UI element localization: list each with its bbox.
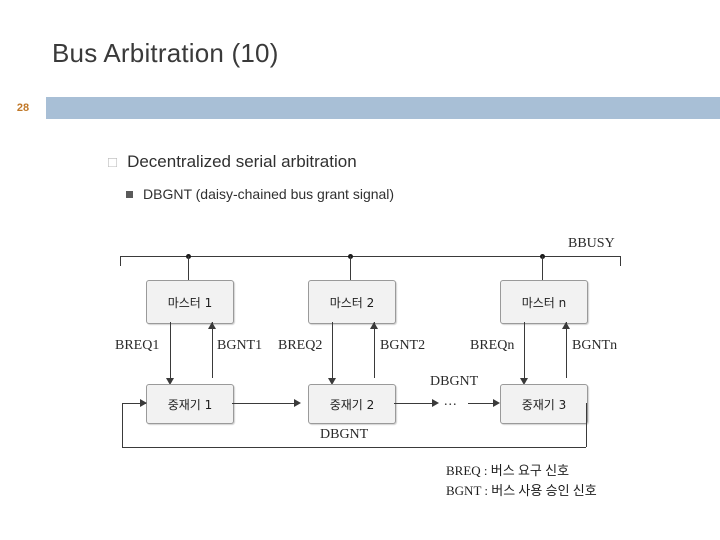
bullet-level2-label: DBGNT (daisy-chained bus grant signal) <box>143 186 395 202</box>
breq2-line <box>332 322 333 378</box>
page-title: Bus Arbitration (10) <box>52 38 279 68</box>
legend-line-breq: BREQ : 버스 요구 신호 <box>446 463 570 478</box>
bgnt2-line <box>374 322 375 378</box>
dbgnt-return-into-arbiter1 <box>122 403 146 404</box>
arbiter-box-1: 중재기 1 <box>146 384 234 424</box>
bgntn-arrow <box>562 322 570 329</box>
chain-line-dots-3 <box>468 403 494 404</box>
chain-arrow-dots-3 <box>493 399 500 407</box>
bus-tap-line-1 <box>188 256 189 280</box>
arbiter-box-3: 중재기 3 <box>500 384 588 424</box>
master-box-1: 마스터 1 <box>146 280 234 324</box>
chain-line-2-dots <box>394 403 432 404</box>
chain-ellipsis: ... <box>444 394 458 409</box>
diagram-decentralized-serial-arbitration: BBUSY 마스터 1 마스터 2 마스터 n BREQ1 BGNT1 BREQ… <box>112 232 628 502</box>
signal-label-bgnt2: BGNT2 <box>380 338 426 353</box>
bgnt1-line <box>212 322 213 378</box>
signal-label-breq2: BREQ2 <box>278 338 323 353</box>
signal-label-bgntn: BGNTn <box>572 338 618 353</box>
dbgnt-return-arrow <box>140 399 147 407</box>
master-box-2: 마스터 2 <box>308 280 396 324</box>
master-box-3: 마스터 n <box>500 280 588 324</box>
slide-number: 28 <box>16 102 30 114</box>
header-bar-fill <box>0 97 720 119</box>
breq2-arrow <box>328 378 336 385</box>
bus-tap-line-3 <box>542 256 543 280</box>
signal-label-breqn: BREQn <box>470 338 515 353</box>
square-outline-bullet-icon: □ <box>108 154 118 171</box>
signal-label-dbgnt-top: DBGNT <box>430 374 479 389</box>
chain-line-1-2 <box>232 403 294 404</box>
bullet-level1-label: Decentralized serial arbitration <box>127 152 357 171</box>
square-filled-bullet-icon <box>126 190 133 198</box>
signal-label-bgnt1: BGNT1 <box>217 338 263 353</box>
bus-tap-line-2 <box>350 256 351 280</box>
header-bar: 28 <box>0 97 720 119</box>
breqn-arrow <box>520 378 528 385</box>
legend-line-bgnt: BGNT : 버스 사용 승인 신호 <box>446 483 597 498</box>
bbusy-right-end <box>620 256 621 266</box>
bgntn-line <box>566 322 567 378</box>
dbgnt-return-left-vline <box>122 403 123 447</box>
bgnt1-arrow <box>208 322 216 329</box>
bgnt2-arrow <box>370 322 378 329</box>
chain-arrow-1-2 <box>294 399 301 407</box>
dbgnt-return-hline <box>122 447 586 448</box>
bbusy-bus-line <box>120 256 620 257</box>
arbiter-box-2: 중재기 2 <box>308 384 396 424</box>
breq1-arrow <box>166 378 174 385</box>
slide-number-box: 28 <box>0 97 46 119</box>
signal-label-dbgnt-bottom: DBGNT <box>320 427 369 442</box>
signal-label-breq1: BREQ1 <box>115 338 160 353</box>
bullet-level1: □ Decentralized serial arbitration <box>108 152 357 172</box>
dbgnt-return-right-vline <box>586 403 587 447</box>
bus-label-bbusy: BBUSY <box>568 236 615 251</box>
chain-arrow-2-dots <box>432 399 439 407</box>
breq1-line <box>170 322 171 378</box>
bullet-level2: DBGNT (daisy-chained bus grant signal) <box>126 186 394 202</box>
bbusy-left-end <box>120 256 121 266</box>
breqn-line <box>524 322 525 378</box>
